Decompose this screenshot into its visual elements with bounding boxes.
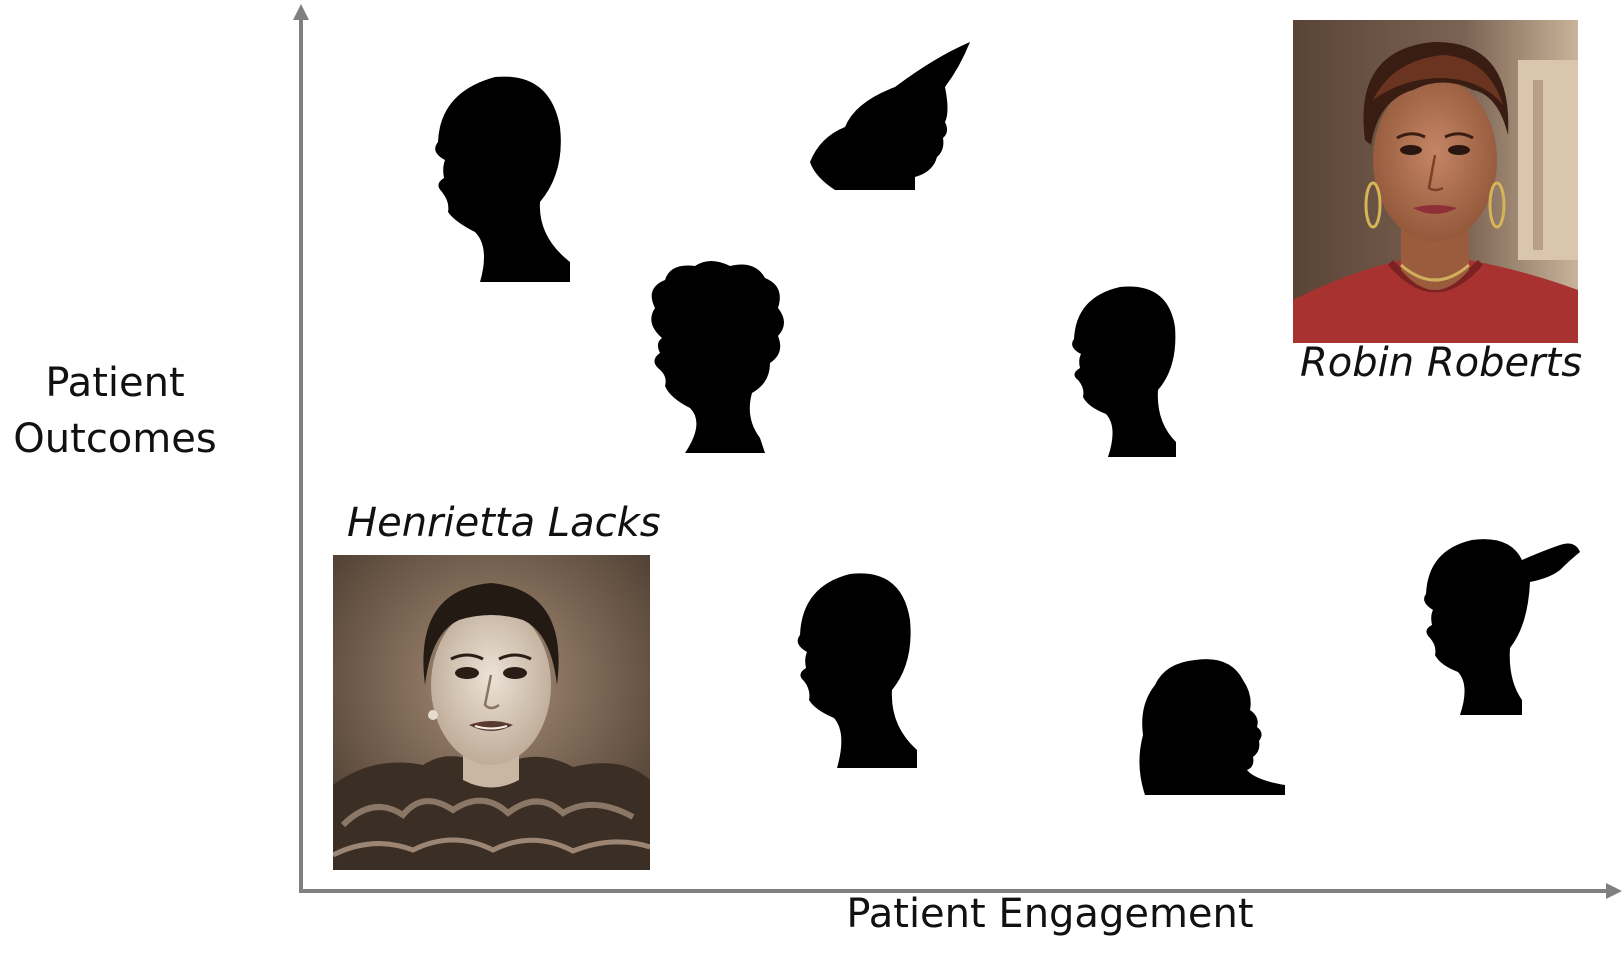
x-axis-label: Patient Engagement — [780, 886, 1320, 942]
y-axis-label-line1: Patient — [10, 355, 220, 411]
x-axis-arrowhead — [1606, 883, 1622, 899]
silhouette-head-icon — [782, 568, 917, 768]
silhouette-head-icon — [420, 72, 575, 282]
silhouette-head-icon — [1058, 282, 1178, 457]
y-axis-label-line2: Outcomes — [10, 411, 220, 467]
robin-roberts-photo — [1293, 20, 1578, 343]
henrietta-lacks-photo — [333, 555, 650, 870]
silhouette-ponytail-icon — [1410, 530, 1580, 715]
henrietta-lacks-label: Henrietta Lacks — [347, 500, 661, 546]
robin-roberts-label: Robin Roberts — [1300, 340, 1582, 386]
silhouette-curly-hair-icon — [640, 258, 790, 453]
silhouette-bob-icon — [1135, 655, 1285, 795]
y-axis-arrowhead — [293, 4, 309, 20]
silhouette-cap-icon — [805, 42, 975, 192]
y-axis-label: Patient Outcomes — [10, 355, 220, 467]
